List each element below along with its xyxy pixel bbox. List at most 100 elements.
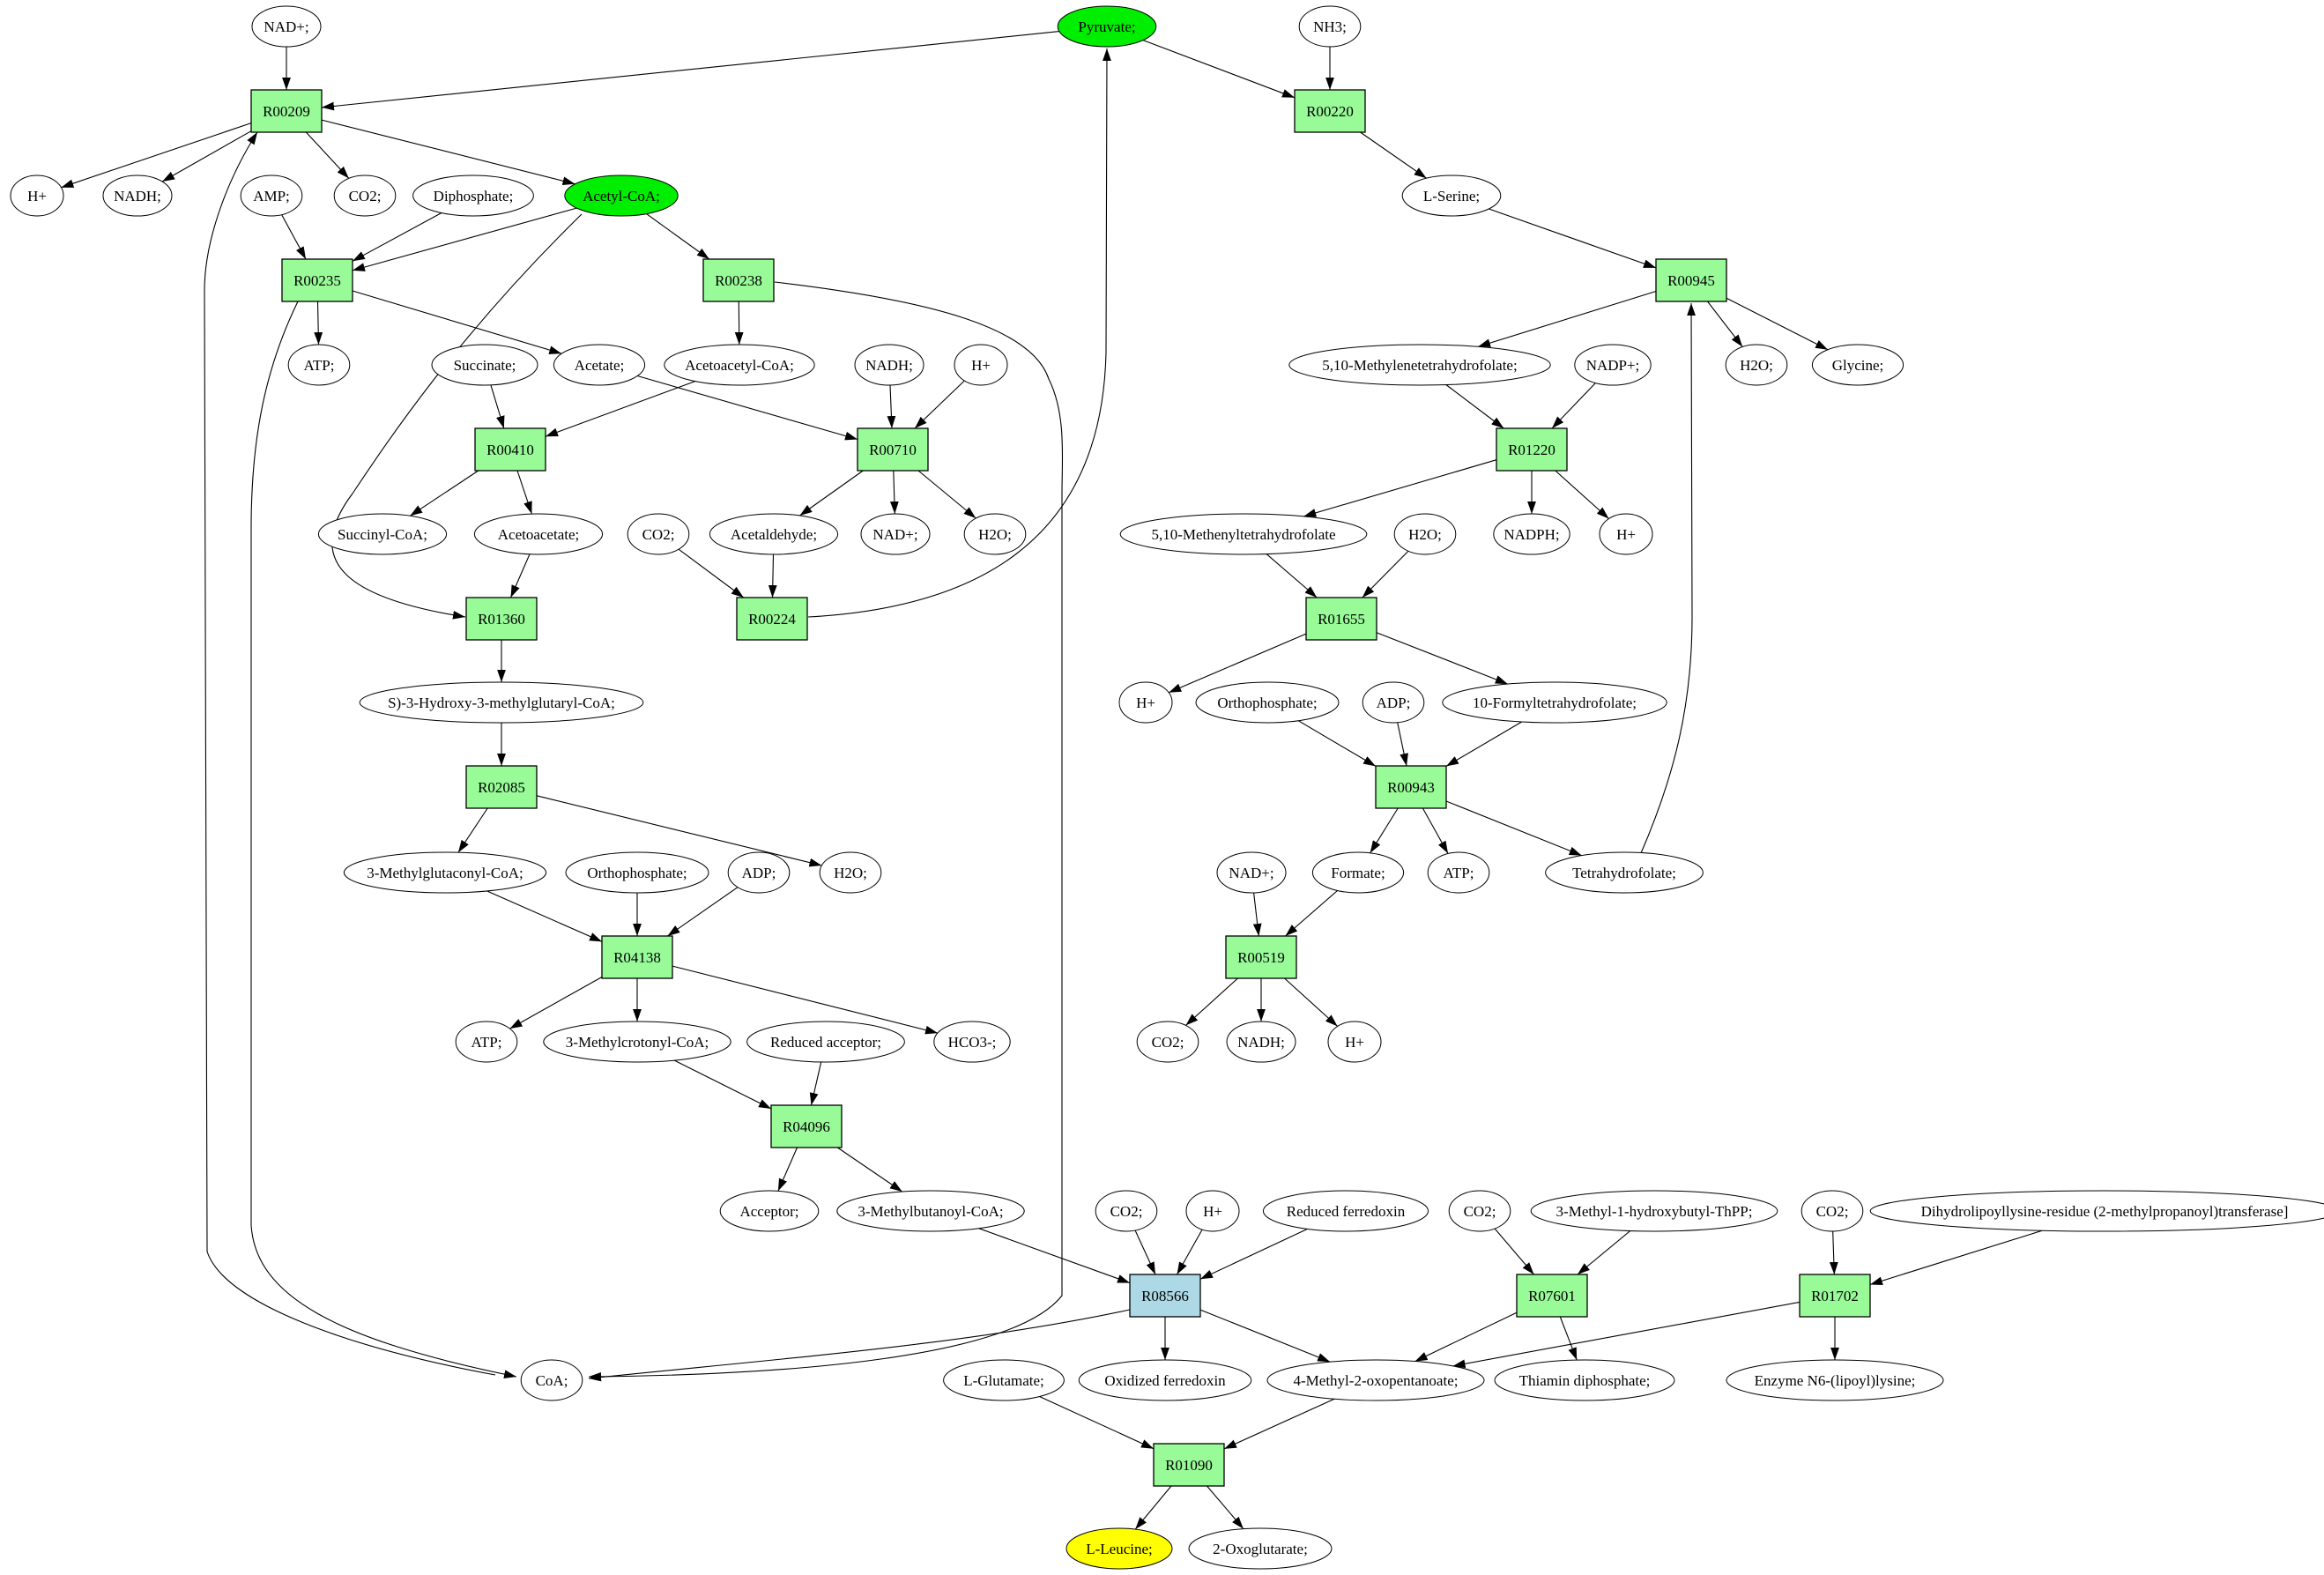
compound-node[interactable]: CO2;: [1136, 1021, 1199, 1063]
edge-arrow: [672, 965, 939, 1035]
compound-node[interactable]: HCO3-;: [933, 1021, 1011, 1063]
compound-ellipse: [1078, 1359, 1252, 1401]
compound-node[interactable]: Formate;: [1311, 851, 1405, 894]
compound-node[interactable]: Thiamin diphosphate;: [1494, 1359, 1675, 1401]
compound-node[interactable]: NADH;: [102, 175, 173, 217]
compound-node[interactable]: 4-Methyl-2-oxopentanoate;: [1266, 1359, 1485, 1401]
compound-node[interactable]: Acetate;: [553, 344, 646, 386]
compound-node[interactable]: Acetoacetyl-CoA;: [664, 344, 815, 386]
reaction-node[interactable]: R00209: [250, 89, 323, 133]
compound-node[interactable]: ATP;: [1427, 851, 1490, 894]
compound-node[interactable]: Tetrahydrofolate;: [1545, 851, 1704, 894]
compound-node[interactable]: H+: [1599, 513, 1653, 555]
reaction-node[interactable]: R00945: [1655, 258, 1727, 302]
reaction-node[interactable]: R01655: [1305, 597, 1377, 641]
compound-node[interactable]: ATP;: [455, 1021, 518, 1063]
compound-node[interactable]: Reduced acceptor;: [746, 1021, 905, 1063]
compound-node[interactable]: H2O;: [819, 851, 882, 894]
compound-node[interactable]: NAD+;: [860, 513, 931, 555]
compound-node[interactable]: H+: [1327, 1021, 1382, 1063]
reaction-node[interactable]: R01702: [1799, 1274, 1871, 1318]
compound-node[interactable]: Pyruvate;: [1057, 5, 1157, 48]
edge-arrow: [1360, 131, 1427, 179]
reaction-node[interactable]: R00410: [474, 427, 546, 472]
reaction-node[interactable]: R08566: [1129, 1274, 1201, 1318]
compound-node[interactable]: 10-Formyltetrahydrofolate;: [1442, 681, 1667, 724]
compound-node[interactable]: Acceptor;: [719, 1190, 820, 1232]
reaction-node[interactable]: R04096: [770, 1104, 843, 1148]
compound-node[interactable]: 3-Methylbutanoyl-CoA;: [836, 1190, 1025, 1232]
compound-node[interactable]: 2-Oxoglutarate;: [1188, 1527, 1333, 1570]
compound-label: Acetate;: [575, 357, 625, 374]
compound-node[interactable]: Succinate;: [431, 344, 538, 386]
compound-node[interactable]: CO2;: [627, 513, 690, 555]
compound-node[interactable]: H2O;: [1725, 344, 1788, 386]
compound-node[interactable]: Glycine;: [1811, 344, 1904, 386]
reaction-node[interactable]: R02085: [465, 765, 538, 809]
compound-node[interactable]: NADH;: [1226, 1021, 1296, 1063]
compound-node[interactable]: CO2;: [1448, 1190, 1511, 1232]
compound-node[interactable]: NADPH;: [1493, 513, 1570, 555]
reaction-node[interactable]: R01220: [1496, 427, 1568, 472]
reaction-node[interactable]: R00710: [857, 427, 929, 472]
edge-arrow: [457, 807, 488, 853]
compound-node[interactable]: Orthophosphate;: [565, 851, 709, 894]
reaction-node[interactable]: R01090: [1153, 1443, 1225, 1487]
reaction-node[interactable]: R07601: [1516, 1274, 1588, 1318]
compound-node[interactable]: NAD+;: [251, 5, 322, 48]
reaction-node[interactable]: R00220: [1294, 89, 1366, 133]
compound-node[interactable]: H+: [10, 175, 64, 217]
compound-node[interactable]: Succinyl-CoA;: [317, 513, 448, 555]
compound-node[interactable]: Acetaldehyde;: [709, 513, 839, 555]
compound-node[interactable]: L-Serine;: [1401, 175, 1502, 217]
reaction-node[interactable]: R00943: [1375, 765, 1447, 809]
compound-node[interactable]: ADP;: [1362, 681, 1425, 724]
edge-arrow: [409, 470, 479, 516]
compound-label: NADH;: [865, 357, 913, 374]
compound-node[interactable]: CO2;: [1801, 1190, 1864, 1232]
compound-node[interactable]: 3-Methylcrotonyl-CoA;: [543, 1021, 731, 1063]
compound-node[interactable]: AMP;: [240, 175, 303, 217]
compound-node[interactable]: H+: [954, 344, 1008, 386]
compound-node[interactable]: CoA;: [520, 1359, 583, 1401]
compound-node[interactable]: CO2;: [1095, 1190, 1158, 1232]
compound-node[interactable]: Acetyl-CoA;: [564, 175, 679, 217]
reaction-node[interactable]: R00519: [1225, 935, 1297, 979]
compound-node[interactable]: Enzyme N6-(lipoyl)lysine;: [1726, 1359, 1944, 1401]
compound-node[interactable]: CO2;: [333, 175, 397, 217]
compound-node[interactable]: 3-Methyl-1-hydroxybutyl-ThPP;: [1530, 1190, 1778, 1232]
compound-node[interactable]: NADP+;: [1574, 344, 1652, 386]
edge-arrow: [1869, 1230, 2043, 1286]
compound-node[interactable]: Oxidized ferredoxin: [1078, 1359, 1252, 1401]
compound-label: H+: [27, 188, 47, 204]
reaction-node[interactable]: R00238: [702, 258, 775, 302]
compound-node[interactable]: 5,10-Methenyltetrahydrofolate: [1119, 513, 1368, 555]
compound-node[interactable]: L-Leucine;: [1065, 1527, 1173, 1570]
compound-node[interactable]: S)-3-Hydroxy-3-methylglutaryl-CoA;: [359, 681, 644, 724]
compound-node[interactable]: Reduced ferredoxin: [1262, 1190, 1429, 1232]
compound-node[interactable]: L-Glutamate;: [943, 1359, 1065, 1401]
reaction-box: [736, 597, 808, 641]
compound-label: Reduced ferredoxin: [1287, 1203, 1406, 1220]
compound-node[interactable]: Orthophosphate;: [1195, 681, 1340, 724]
compound-node[interactable]: ADP;: [727, 851, 791, 894]
reaction-node[interactable]: R00235: [281, 258, 353, 302]
compound-node[interactable]: NADH;: [854, 344, 924, 386]
compound-node[interactable]: H2O;: [963, 513, 1027, 555]
compound-node[interactable]: NAD+;: [1216, 851, 1287, 894]
compound-node[interactable]: H+: [1185, 1190, 1240, 1232]
compound-node[interactable]: H+: [1118, 681, 1173, 724]
compound-node[interactable]: Acetoacetate;: [473, 513, 604, 555]
compound-node[interactable]: Dihydrolipoyllysine-residue (2-methylpro…: [1869, 1190, 2324, 1232]
reaction-node[interactable]: R04138: [601, 935, 673, 979]
reaction-node[interactable]: R01360: [465, 597, 538, 641]
compound-node[interactable]: NH3;: [1298, 5, 1362, 48]
reaction-node[interactable]: R00224: [736, 597, 808, 641]
compound-node[interactable]: 5,10-Methylenetetrahydrofolate;: [1288, 344, 1551, 386]
compound-node[interactable]: ATP;: [287, 344, 351, 386]
edge-arrow: [887, 384, 896, 429]
compound-node[interactable]: Diphosphate;: [412, 175, 534, 217]
compound-node[interactable]: 3-Methylglutaconyl-CoA;: [343, 851, 547, 894]
reaction-box: [1655, 258, 1727, 302]
compound-node[interactable]: H2O;: [1393, 513, 1457, 555]
